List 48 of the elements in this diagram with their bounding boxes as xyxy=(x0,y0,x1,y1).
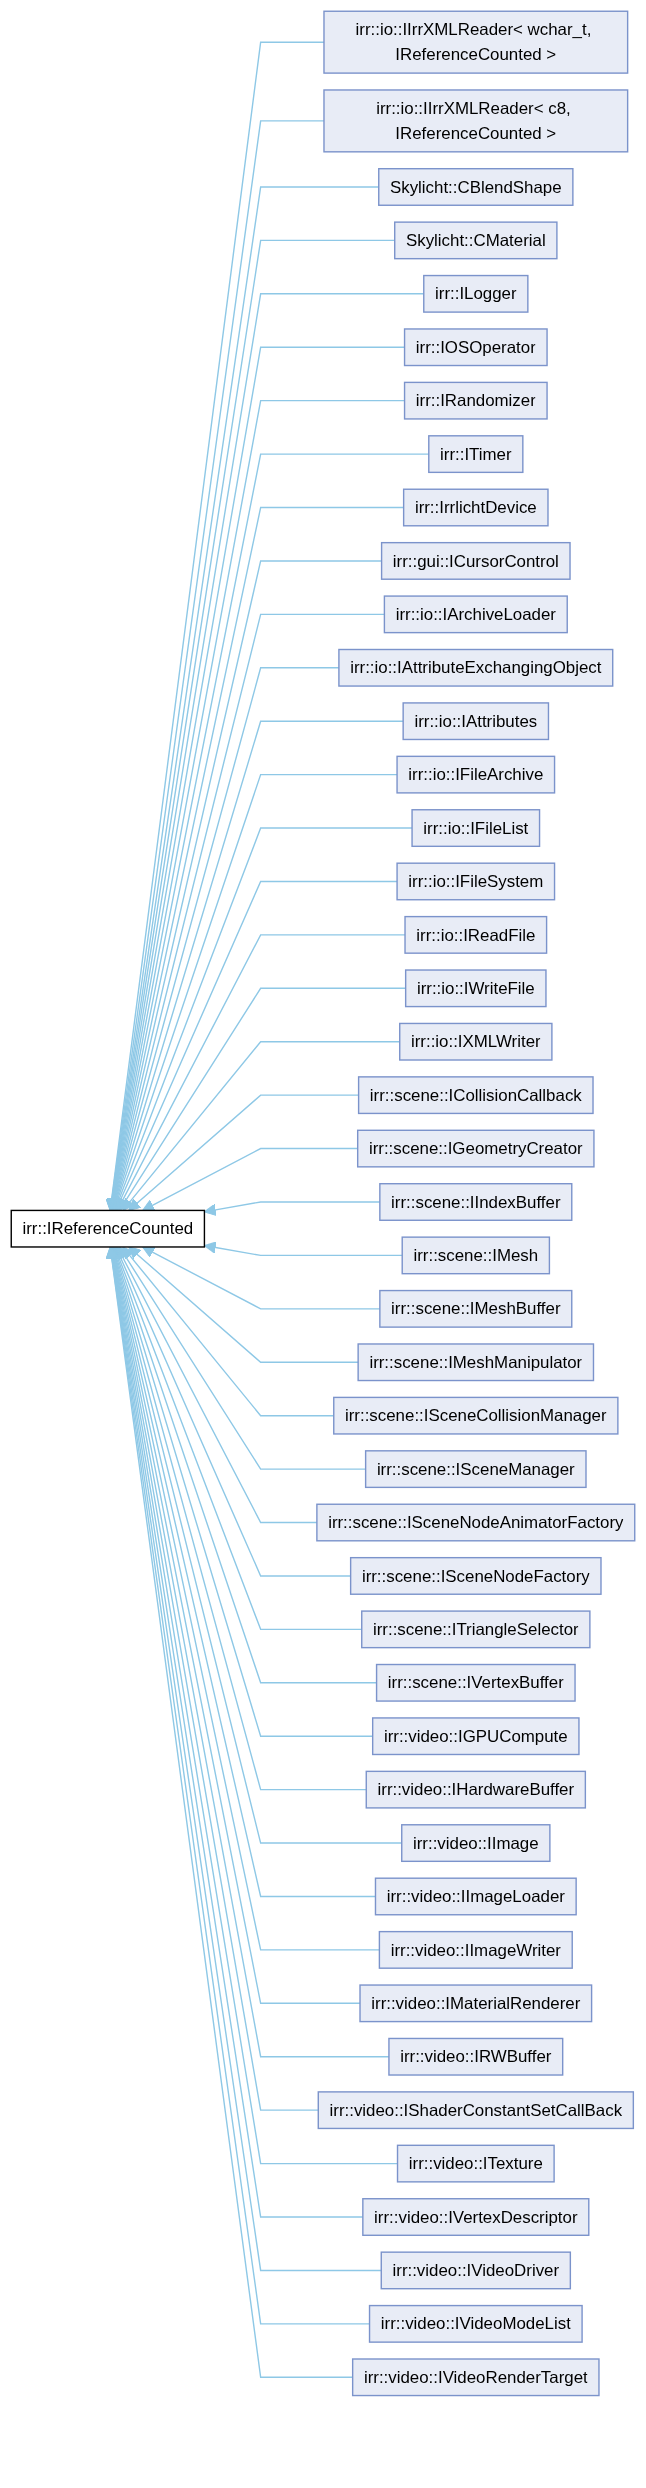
node-box: irr::IOSOperator xyxy=(403,328,548,367)
node-box: irr::video::IVertexDescriptor xyxy=(362,2198,590,2236)
node-box: irr::scene::IMesh xyxy=(401,1236,551,1275)
node-box: irr::scene::IVertexBuffer xyxy=(375,1663,576,1702)
node-box: irr::scene::ISceneNodeFactory xyxy=(349,1556,602,1595)
node-box: irr::scene::ISceneManager xyxy=(364,1450,587,1489)
node-box: Skylicht::CBlendShape xyxy=(378,168,574,206)
node-box: irr::video::IShaderConstantSetCallBack xyxy=(317,2091,635,2130)
node-box: irr::video::IImageLoader xyxy=(374,1877,577,1916)
node-box: irr::io::IReadFile xyxy=(404,915,548,954)
node-box: irr::io::IFileSystem xyxy=(396,862,556,901)
node-box: irr::scene::ITriangleSelector xyxy=(361,1610,591,1649)
node-box: irr::scene::ICollisionCallback xyxy=(357,1076,594,1115)
node-box: irr::ITimer xyxy=(428,435,524,474)
node-box: irr::video::ITexture xyxy=(396,2144,555,2183)
node-box: irr::io::IArchiveLoader xyxy=(383,595,568,634)
node-box: irr::video::IVideoDriver xyxy=(380,2251,572,2290)
node-box: irr::IrrlichtDevice xyxy=(402,488,549,527)
node-box: irr::IReferenceCounted xyxy=(10,1209,206,1248)
node-box: irr::video::IMaterialRenderer xyxy=(359,1984,593,2023)
node-box: irr::video::IVideoModeList xyxy=(368,2304,583,2343)
arrow xyxy=(116,934,406,1211)
node-box: irr::io::IIrrXMLReader< c8, IReferenceCounted > xyxy=(323,89,629,153)
node-box: irr::ILogger xyxy=(423,274,529,313)
node-box: irr::video::IImageWriter xyxy=(378,1930,573,1969)
node-box: irr::io::IAttributes xyxy=(402,702,550,741)
node-box: irr::io::IIrrXMLReader< wchar_t, IReferenceCounted > xyxy=(323,10,629,74)
node-box: irr::video::IHardwareBuffer xyxy=(365,1770,587,1809)
node-box: irr::video::IVideoRenderTarget xyxy=(351,2358,600,2397)
node-box: irr::scene::ISceneCollisionManager xyxy=(333,1396,619,1435)
node-box: irr::video::IGPUCompute xyxy=(371,1717,580,1756)
node-box: irr::io::IFileList xyxy=(411,809,541,848)
node-box: irr::scene::IGeometryCreator xyxy=(357,1129,595,1168)
node-box: irr::scene::IMeshManipulator xyxy=(357,1343,595,1382)
arrow xyxy=(203,1241,403,1257)
node-box: irr::gui::ICursorControl xyxy=(380,541,571,580)
node-box: irr::io::IWriteFile xyxy=(404,969,547,1008)
node-box: irr::scene::IMeshBuffer xyxy=(379,1289,573,1328)
node-box: irr::IRandomizer xyxy=(403,381,548,420)
node-box: irr::io::IFileArchive xyxy=(396,755,556,794)
node-box: irr::video::IImage xyxy=(401,1824,551,1863)
node-box: irr::video::IRWBuffer xyxy=(388,2037,564,2076)
node-box: irr::scene::IIndexBuffer xyxy=(379,1183,573,1221)
arrow xyxy=(128,1246,359,1363)
node-box: Skylicht::CMaterial xyxy=(394,221,558,260)
node-box: irr::io::IAttributeExchangingObject xyxy=(338,648,614,687)
node-box: irr::io::IXMLWriter xyxy=(399,1022,553,1061)
node-box: irr::scene::ISceneNodeAnimatorFactory xyxy=(316,1503,636,1542)
